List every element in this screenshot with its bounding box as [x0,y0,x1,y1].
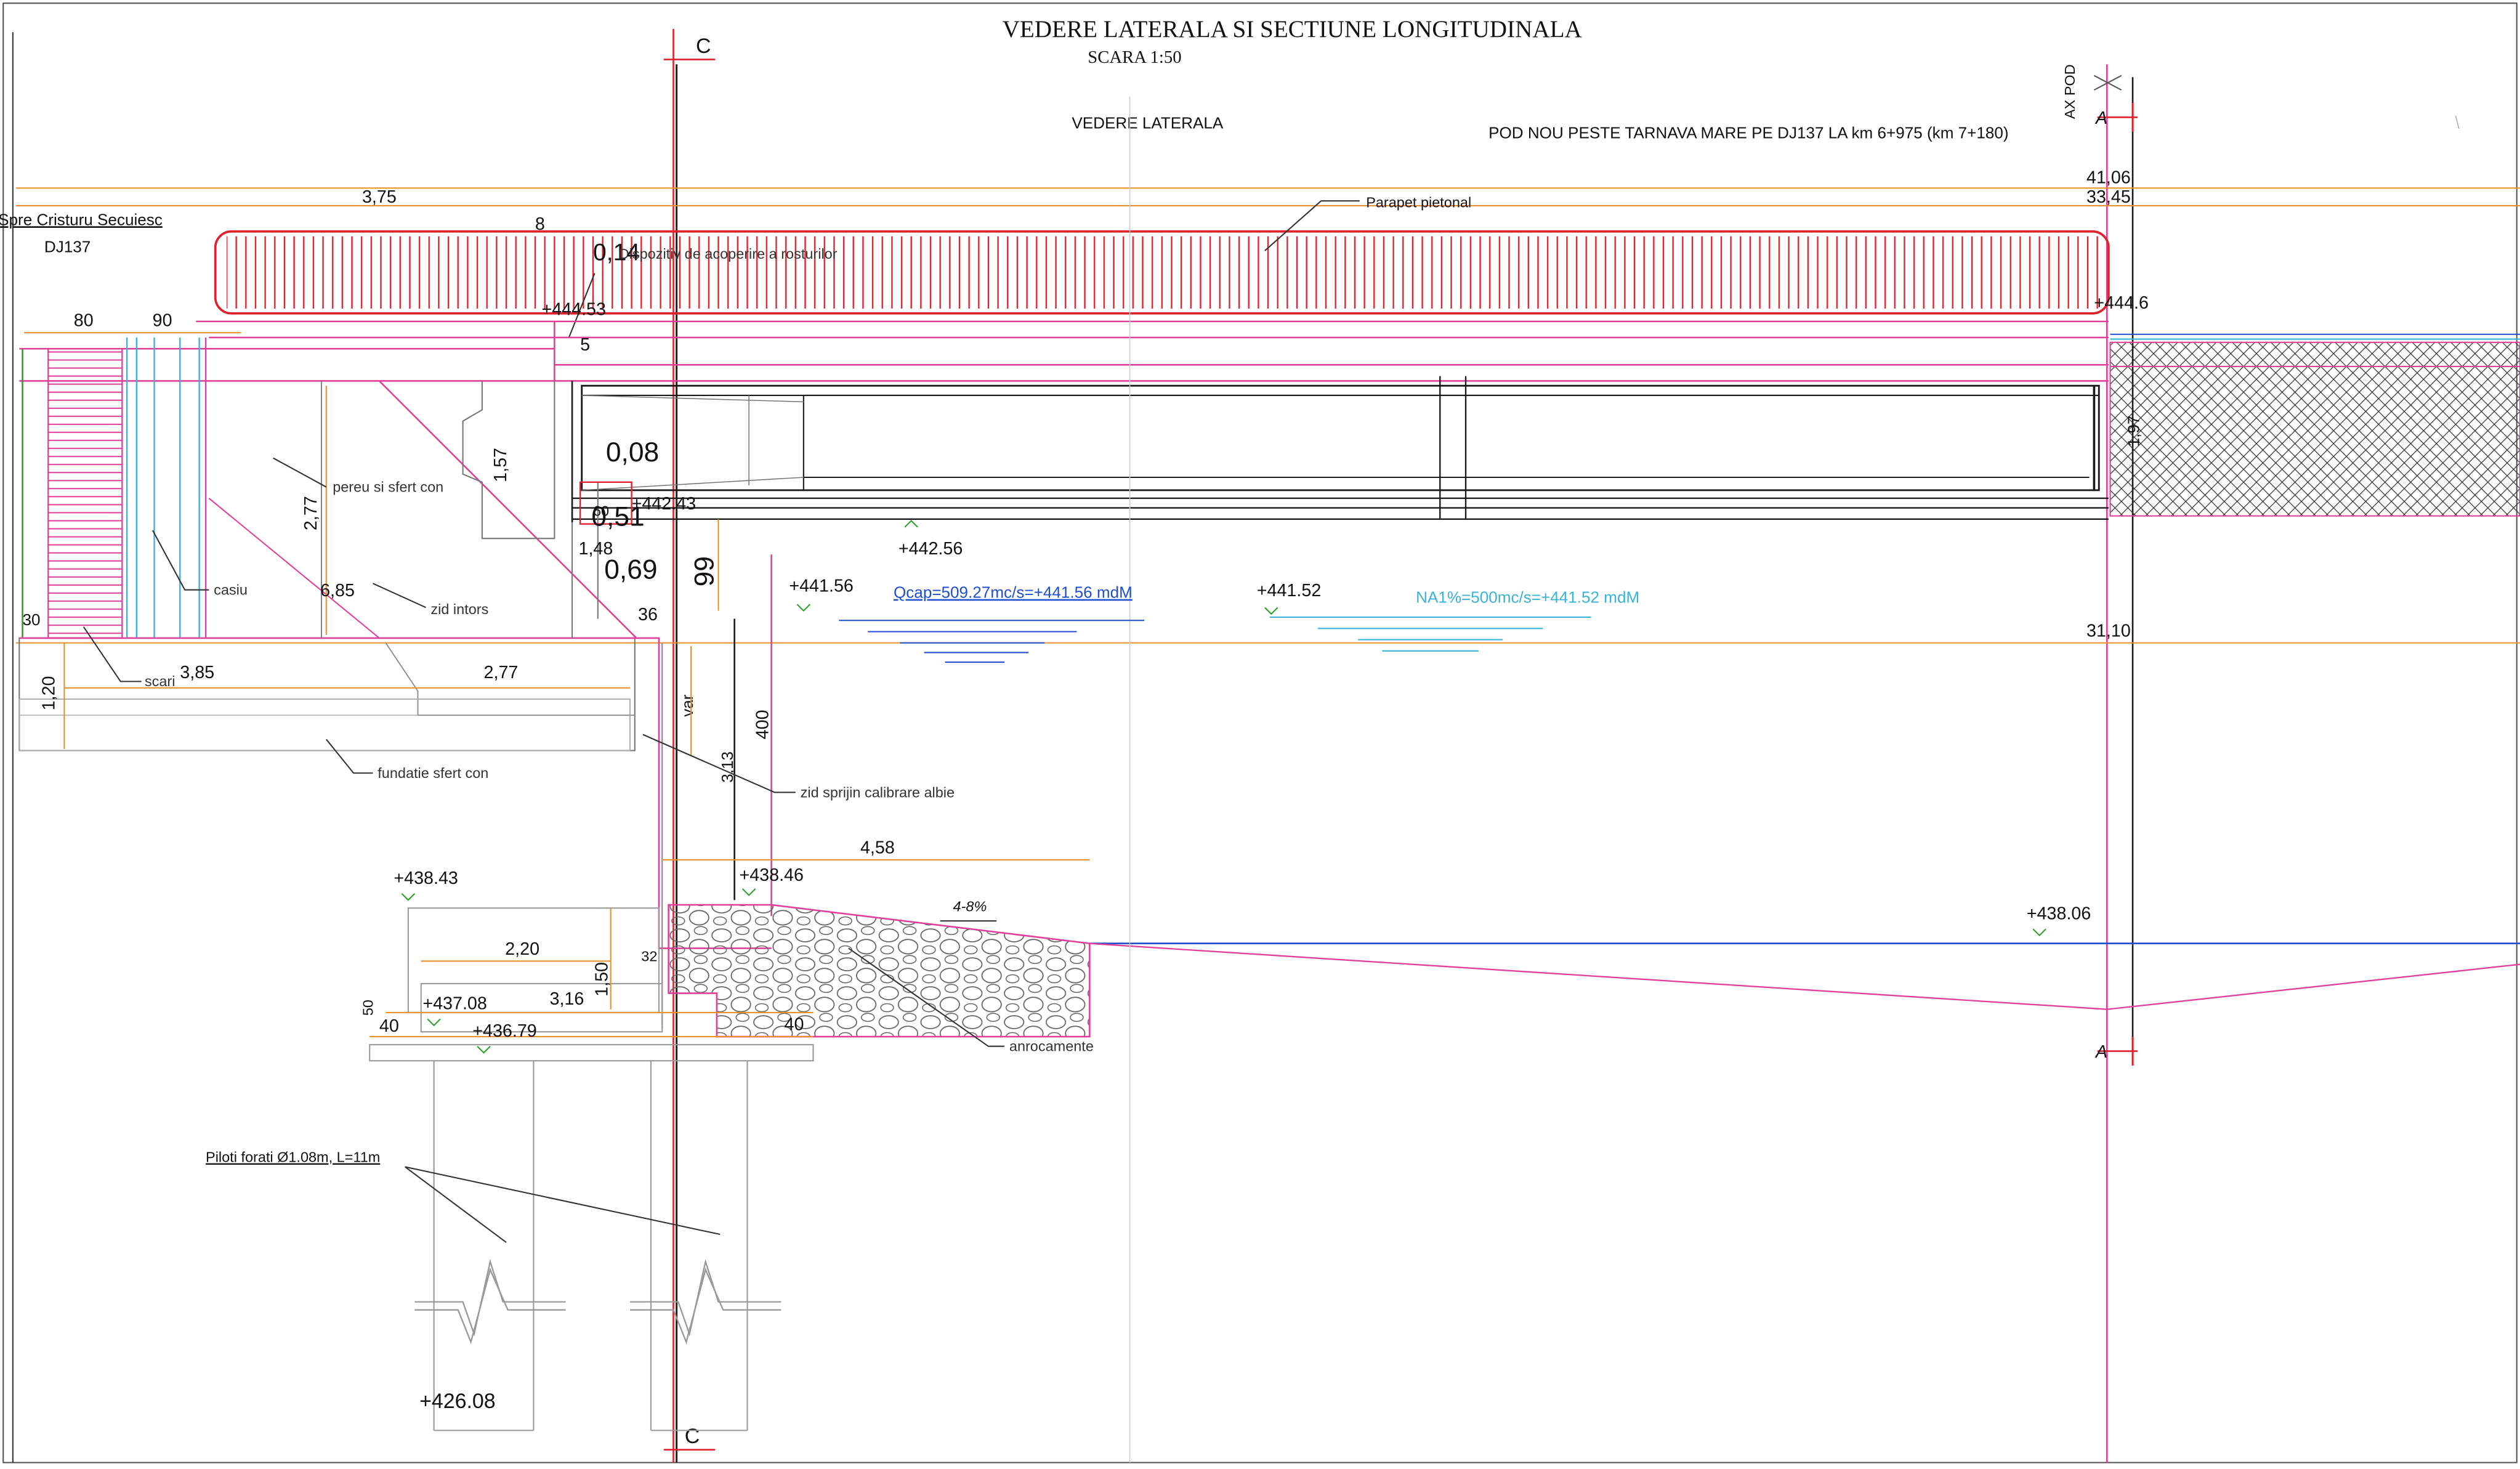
direction-label-1: Spre Cristuru Secuiesc [0,210,163,229]
casiu-leader [152,530,209,591]
parapet-leader [1264,200,1322,251]
pereu-label: pereu si sfert con [333,479,443,495]
dim-60: 60 [593,503,609,519]
drawing-title: VEDERE LATERALA SI SECTIUNE LONGITUDINAL… [1003,16,1582,42]
parapet-label: Parapet pietonal [1366,195,1471,211]
view-label: VEDERE LATERALA [1072,114,1224,132]
left-abutment [18,337,637,751]
dim-0-51: 0,51 [591,501,644,532]
section-c-top-label: C [696,34,711,58]
dim-31-10: 31,10 [2086,621,2131,641]
dim-1-20: 1,20 [39,676,59,711]
bridge-deck [19,320,2109,523]
joint-device-label: Dispozitiv de acoperire a rosturilor [619,246,838,262]
section-a-top-label: A [2094,108,2107,128]
pereu-leader [273,457,327,488]
dim-50: 50 [360,1000,376,1016]
elev-438-43: +438.43 [394,868,458,888]
dim-1-97: 1,97 [2125,416,2143,447]
pile-cap [369,907,814,1062]
dim-80: 80 [74,311,94,331]
dim-33-45: 33,45 [2086,187,2131,207]
water-level-qcap [839,620,1145,663]
dim-3-16: 3,16 [550,989,584,1009]
section-c-bottom-label: C [685,1425,700,1448]
dim-0-69: 0,69 [604,554,657,585]
axis-label: AX POD [2062,64,2078,119]
dim-400: 400 [753,710,772,739]
drawing-scale: SCARA 1:50 [1088,47,1181,67]
parapet [214,230,2110,315]
elev-441-56: +441.56 [789,576,854,596]
elev-442-43: +442.43 [632,494,697,514]
water-level-na1 [1269,616,1591,652]
elev-438-06: +438.06 [2027,904,2091,924]
elev-444-6: +444.6 [2094,293,2149,313]
elev-441-52: +441.52 [1257,581,1322,601]
dim-3-75: 3,75 [362,187,397,207]
bridge-axis: A A AX POD [2062,64,2138,1463]
dim-6-85: 6,85 [320,581,355,601]
casiu-label: casiu [214,581,248,597]
fundatie-label: fundatie sfert con [378,765,488,781]
zid-sprijin-leader [642,734,796,793]
zid-sprijin-label: zid sprijin calibrare albie [801,784,955,800]
piles-leader-2 [405,1166,721,1236]
dim-2-20: 2,20 [505,939,539,959]
elev-442-56: +442.56 [899,539,963,559]
dim-2-77-vertical: 2,77 [301,496,321,530]
dim-40-left: 40 [379,1016,399,1036]
dim-90: 90 [153,311,172,331]
bored-piles [414,1061,781,1431]
dim-1-57: 1,57 [491,448,511,482]
elev-436-79: +436.79 [472,1021,537,1041]
dim-0-08: 0,08 [606,437,659,467]
stray-mark [2455,115,2460,129]
dim-var: var [678,694,697,717]
dim-1-48: 1,48 [578,539,613,559]
dim-99: 99 [690,556,720,586]
na1-label: NA1%=500mc/s=+441.52 mdM [1416,588,1639,607]
adjacent-span-hatch: 1,97 [2109,333,2520,517]
piles-label: Piloti forati Ø1.08m, L=11m [206,1149,380,1165]
zid-intors-label: zid intors [430,601,488,617]
river-profile [1089,96,2520,1463]
slope-label: 4-8% [953,899,987,915]
project-label: POD NOU PESTE TARNAVA MARE PE DJ137 LA k… [1488,123,2009,142]
fundatie-leader [325,739,373,774]
elev-437-08: +437.08 [422,994,487,1014]
dim-3-85: 3,85 [180,663,214,682]
direction-label-2: DJ137 [44,238,91,256]
dim-0-14: 0,14 [593,240,640,266]
retaining-wall [634,554,772,1029]
scari-leader [83,626,142,682]
dim-1-50: 1,50 [592,962,612,997]
elev-426-08: +426.08 [419,1390,496,1413]
dim-41-06: 41,06 [2086,168,2131,187]
zid-intors-leader [373,583,427,609]
dim-30: 30 [23,610,41,629]
dim-5: 5 [580,335,590,355]
top-dimension-lines: 3,75 8 41,06 33,45 31,10 80 90 [16,168,2520,644]
piles-leader-1 [405,1166,507,1243]
elev-444-53: +444.53 [541,299,606,319]
dim-40-right: 40 [785,1015,804,1035]
scari-label: scari [145,673,176,689]
rockfill [668,904,1091,1038]
dim-4-58: 4,58 [860,838,895,858]
dim-8: 8 [535,214,545,234]
dim-36: 36 [638,605,658,625]
anrocamente-leader [848,947,1005,1047]
joint-device-leader [568,273,596,338]
elevation-marks: +444.53 +444.6 +442.43 +442.56 +441.56 +… [394,293,2149,1413]
dim-2-77-horizontal: 2,77 [484,663,519,682]
elev-438-46: +438.46 [739,865,804,885]
dim-32: 32 [641,948,657,964]
dim-3-13: 3,13 [718,751,737,783]
qcap-label: Qcap=509.27mc/s=+441.56 mdM [894,583,1133,602]
section-a-bottom-label: A [2094,1042,2107,1062]
anrocamente-label: anrocamente [1009,1038,1094,1054]
